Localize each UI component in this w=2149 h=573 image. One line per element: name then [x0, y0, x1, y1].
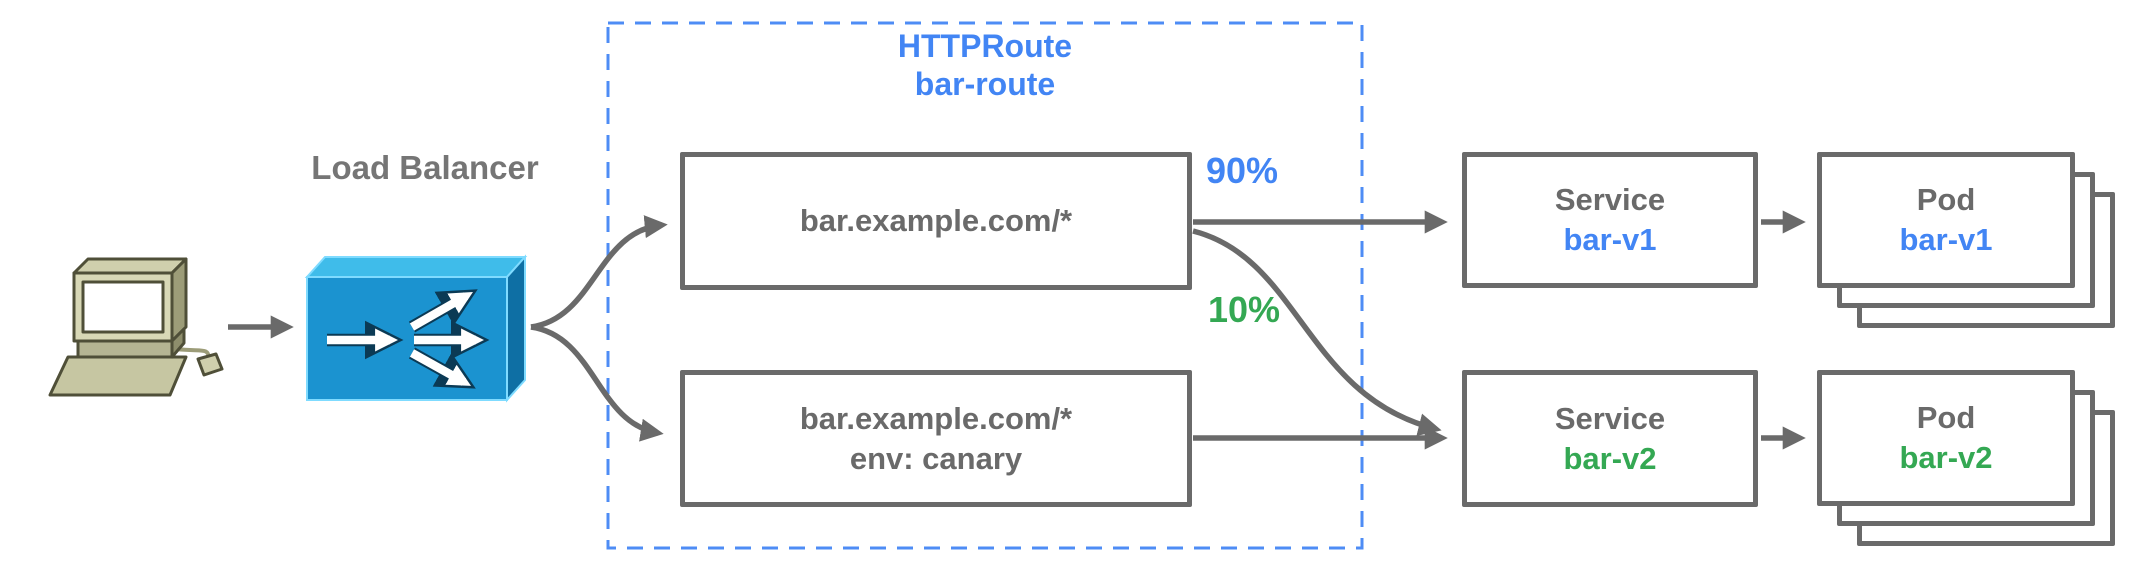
pod-box-bar-v1: Pod bar-v1: [1817, 152, 2075, 288]
route-2-host: bar.example.com/*: [799, 400, 1073, 436]
lb-side-face: [506, 254, 526, 403]
pod-2-kind: Pod: [1916, 400, 1976, 435]
httproute-group-box: [606, 21, 1364, 550]
service-box-bar-v1: Service bar-v1: [1462, 152, 1758, 288]
lb-arrows: [327, 292, 485, 386]
arrow-lb-to-route-2: [530, 324, 664, 442]
weight-label-90: 90%: [1206, 150, 1279, 191]
httproute-title-kind: HTTPRoute: [897, 28, 1073, 64]
load-balancer-label: Load Balancer: [311, 149, 539, 186]
pod-stack-bar-v2: Pod bar-v2: [1817, 370, 2115, 546]
load-balancer-icon: [304, 254, 528, 403]
arrow-lb-to-route-1: [530, 215, 668, 330]
pod-2-name: bar-v2: [1899, 440, 1993, 475]
base-front: [76, 339, 174, 359]
route-2-match: env: canary: [849, 440, 1023, 476]
client-computer-icon: [48, 257, 224, 397]
service-1-name: bar-v1: [1563, 222, 1657, 257]
keyboard: [48, 355, 188, 397]
service-1-kind: Service: [1554, 182, 1666, 217]
arrow-route1-to-service2-10: [1192, 228, 1442, 436]
pod-stack-bar-v1: Pod bar-v1: [1817, 152, 2115, 328]
monitor-top: [72, 257, 188, 275]
service-box-bar-v2: Service bar-v2: [1462, 370, 1758, 507]
httproute-title: HTTPRoute bar-route: [608, 27, 1362, 103]
httproute-title-name: bar-route: [914, 66, 1056, 102]
route-1-host: bar.example.com/*: [799, 203, 1073, 238]
lb-top-face: [304, 256, 528, 278]
mouse: [196, 352, 224, 377]
service-2-kind: Service: [1554, 400, 1666, 436]
route-match-box-2: bar.example.com/* env: canary: [680, 370, 1192, 507]
weight-label-10: 10%: [1208, 289, 1281, 330]
pod-1-name: bar-v1: [1899, 222, 1993, 257]
service-2-name: bar-v2: [1563, 440, 1657, 476]
route-match-box-1: bar.example.com/*: [680, 152, 1192, 290]
pod-box-bar-v2: Pod bar-v2: [1817, 370, 2075, 506]
pod-1-kind: Pod: [1916, 182, 1976, 217]
monitor-screen: [81, 280, 165, 334]
